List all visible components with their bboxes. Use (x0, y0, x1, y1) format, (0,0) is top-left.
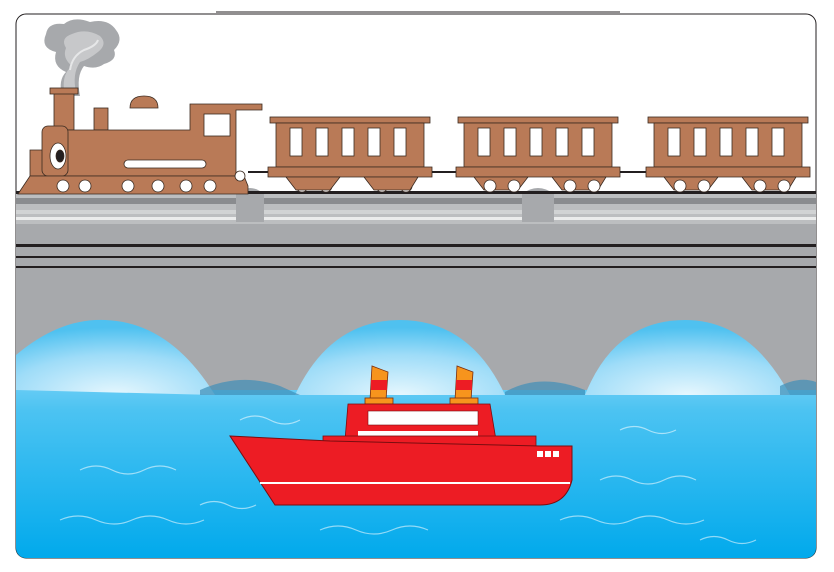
rail-track (16, 191, 816, 194)
loco-wheel (121, 179, 135, 193)
ship-funnel-right (449, 365, 479, 405)
bridge (16, 188, 816, 395)
train-car-2 (455, 116, 621, 193)
loco-wheel (151, 179, 165, 193)
ship (229, 365, 573, 506)
water-waves (59, 406, 757, 545)
loco-wheel (78, 179, 92, 193)
bridge-arch-right (585, 320, 790, 395)
train-car-3 (645, 116, 811, 193)
loco-wheel (203, 179, 217, 193)
smoke-cloud (44, 19, 120, 96)
bridge-arch-middle (295, 320, 505, 395)
bridge-arch-left (16, 319, 215, 395)
train (17, 87, 811, 195)
loco-wheel (234, 170, 246, 182)
loco-wheel (56, 179, 70, 193)
locomotive (17, 87, 263, 195)
loco-wheel (179, 179, 193, 193)
ship-funnel-left (364, 365, 394, 405)
train-car-1 (267, 116, 433, 193)
